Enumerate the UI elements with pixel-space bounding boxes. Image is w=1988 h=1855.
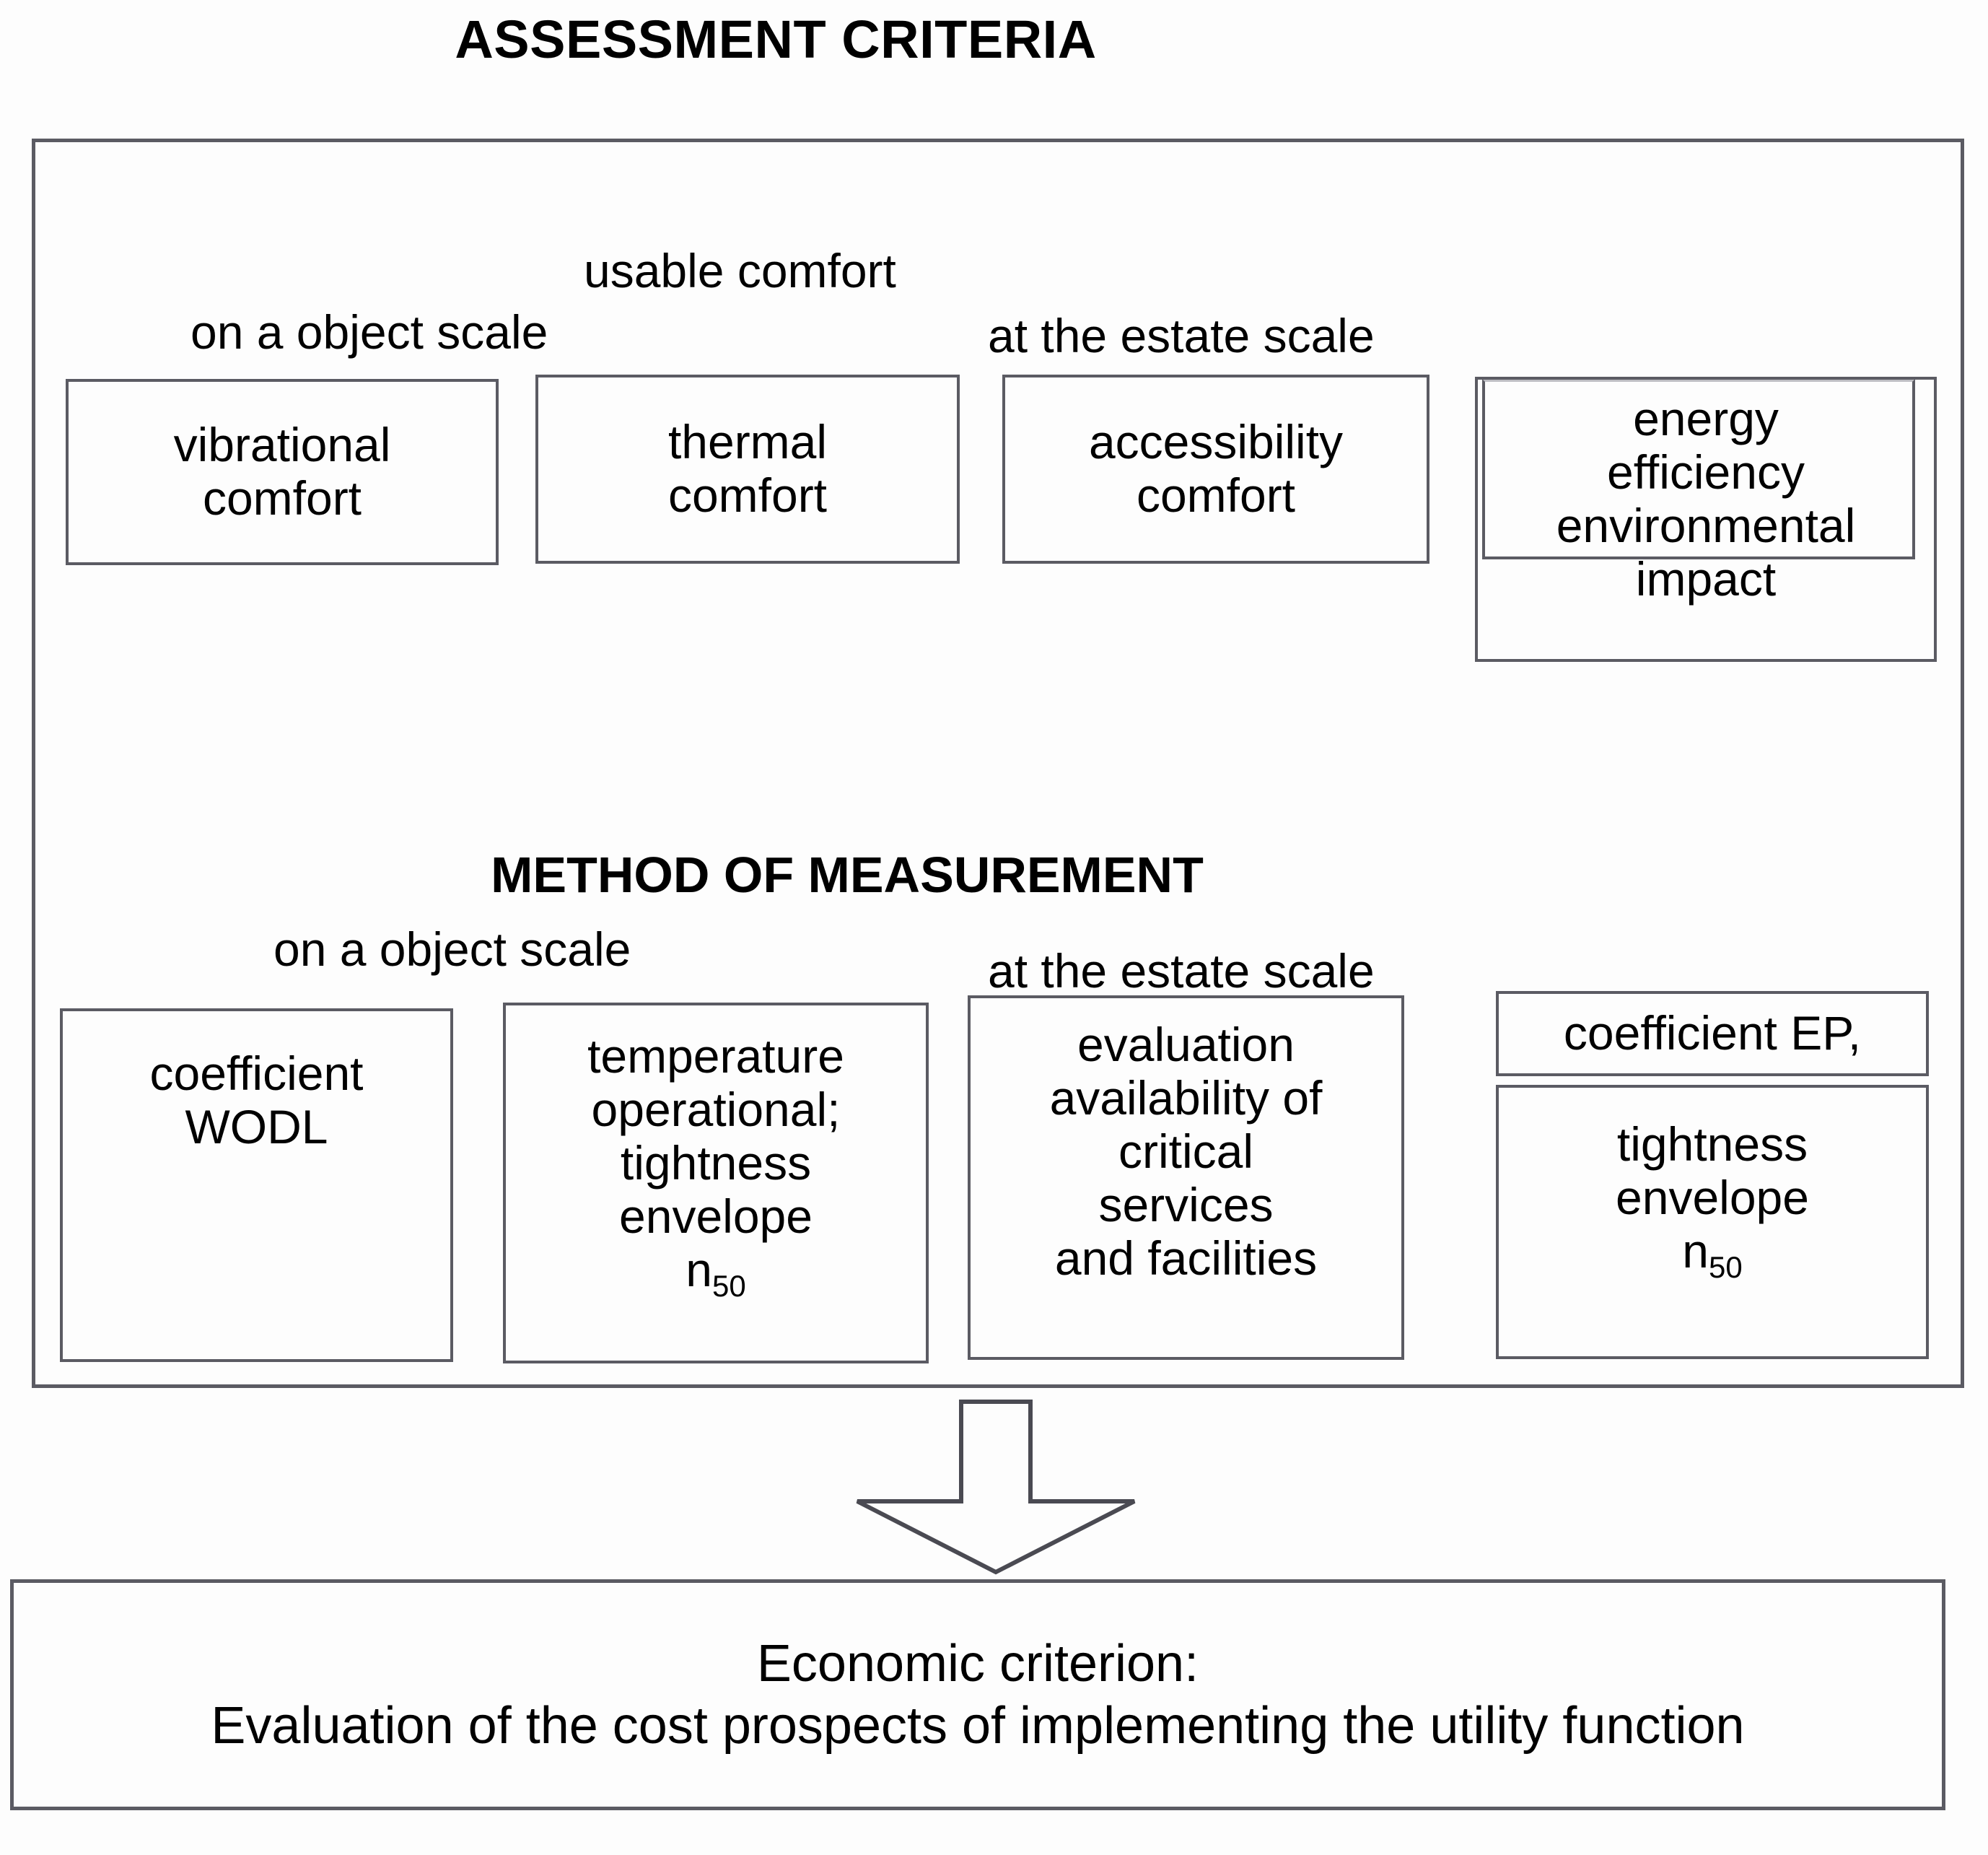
scale-label-estate-criteria: at the estate scale xyxy=(988,309,1375,362)
conclusion-line-2: Evaluation of the cost prospects of impl… xyxy=(211,1697,1745,1755)
conclusion-box: Economic criterion: Evaluation of the co… xyxy=(10,1579,1945,1810)
scale-label-object-criteria: on a object scale xyxy=(191,305,548,359)
scale-label-object-method: on a object scale xyxy=(273,922,631,976)
node-coefficient-ep-label: coefficient EP, xyxy=(1563,1006,1862,1060)
scale-label-estate-method: at the estate scale xyxy=(988,944,1375,998)
section-title-method-of-measurement: METHOD OF MEASUREMENT xyxy=(491,847,1204,903)
page-title: ASSESSMENT CRITERIA xyxy=(455,9,1097,69)
node-coefficient-ep: coefficient EP, xyxy=(1496,991,1929,1076)
conclusion-line-1: Economic criterion: xyxy=(756,1634,1199,1693)
group-label-usable-comfort: usable comfort xyxy=(584,244,896,297)
flow-arrow-down-icon xyxy=(851,1399,1140,1576)
criteria-panel: usable comfort on a object scale at the … xyxy=(32,139,1964,1388)
node-energy-efficiency-backdrop xyxy=(1482,379,1915,559)
